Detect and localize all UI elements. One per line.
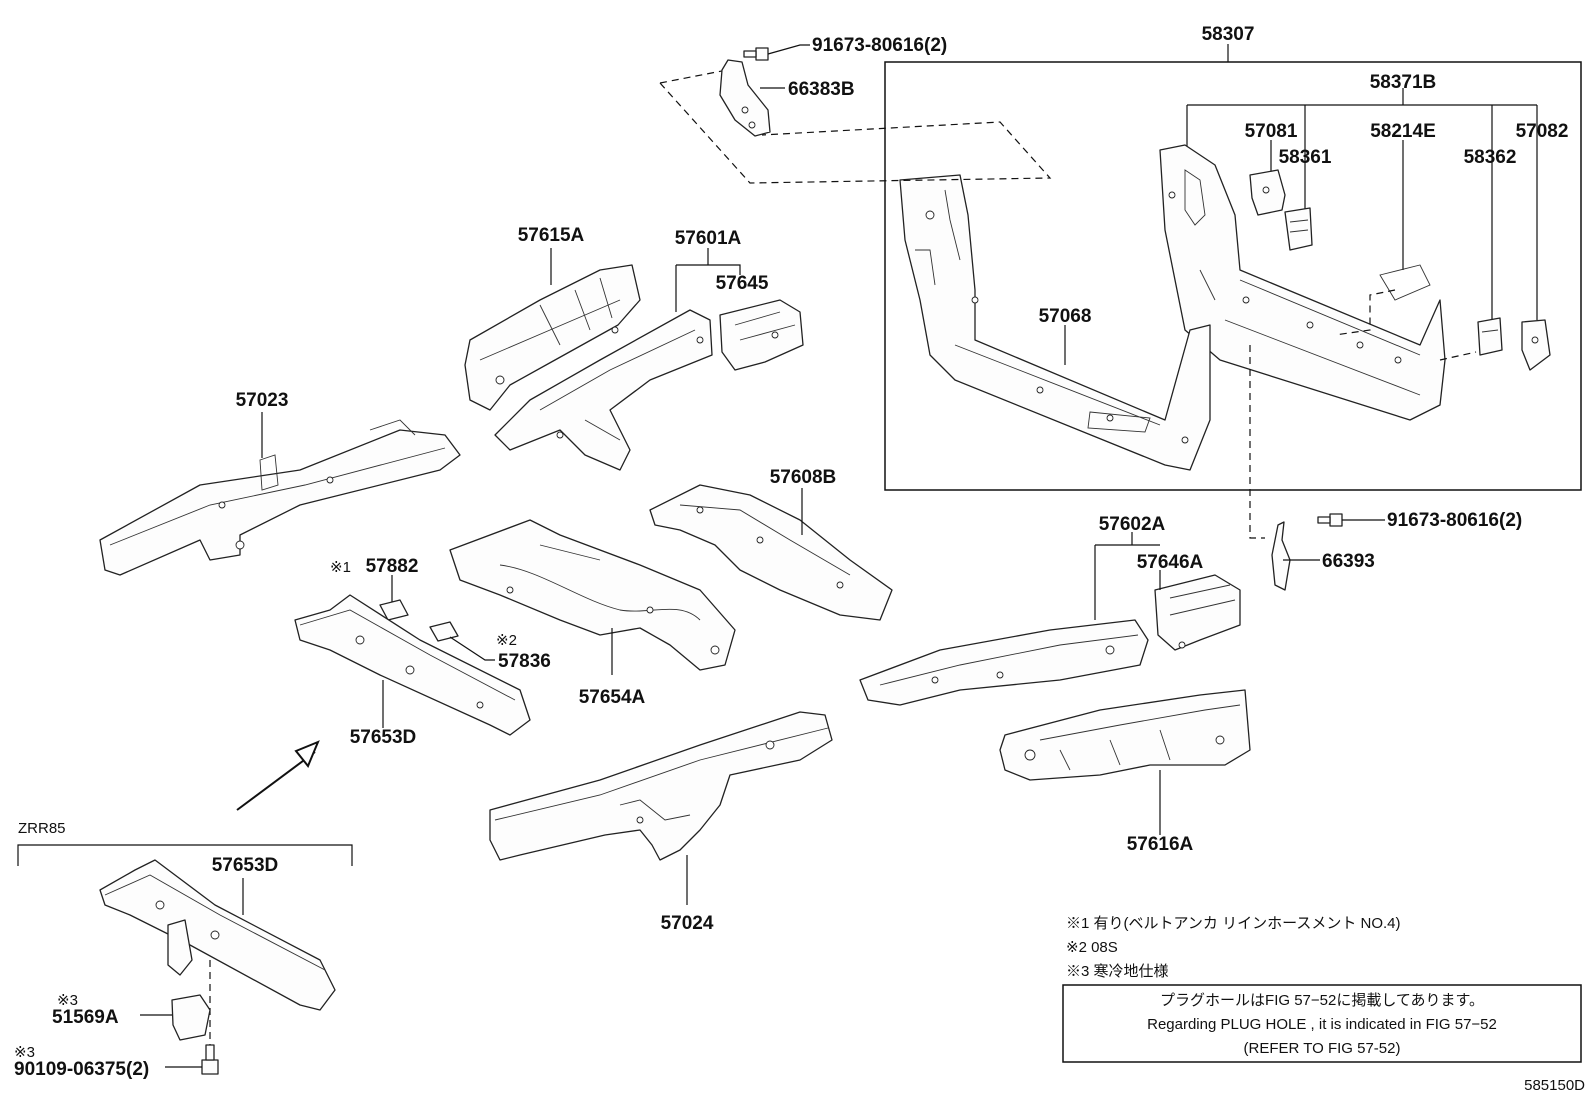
- panel-57608B: [649, 484, 893, 621]
- label-58362: 58362: [1464, 147, 1517, 168]
- radiator-support-part: [1159, 144, 1446, 421]
- leader-57836: [449, 636, 495, 661]
- assembly-box-58307: [884, 61, 1582, 491]
- label-58371B: 58371B: [1370, 72, 1437, 93]
- dash-66383B-b: [659, 82, 1052, 184]
- reference-box: [1062, 984, 1582, 1063]
- rail-57601A: [494, 309, 713, 471]
- label-57082: 57082: [1516, 121, 1569, 142]
- bracket-66393: [1271, 521, 1291, 591]
- label-57836: 57836: [498, 651, 551, 672]
- label-57024: 57024: [661, 913, 714, 934]
- label-58361: 58361: [1279, 147, 1332, 168]
- label-57601A: 57601A: [675, 228, 742, 249]
- note-3: ※3 寒冷地仕様: [1066, 962, 1169, 980]
- variant-bracket-ZRR85: [17, 844, 353, 866]
- leader-57601A-bar: [676, 264, 741, 275]
- radiator-frame-57068: [899, 174, 1211, 471]
- bolt-icon-right: [1317, 513, 1343, 527]
- mark-51569A: ※3: [57, 992, 78, 1009]
- label-57646A: 57646A: [1137, 552, 1204, 573]
- label-variant: ZRR85: [18, 820, 66, 837]
- floor-panel-57654A: [449, 519, 736, 671]
- mark-57836: ※2: [496, 632, 517, 649]
- label-57882: 57882: [366, 556, 419, 577]
- reference-line-2: Regarding PLUG HOLE , it is indicated in…: [1147, 1016, 1497, 1033]
- rail-57023: [99, 419, 461, 576]
- dash-66383B-a: [659, 69, 728, 84]
- label-bolt-bottom: 90109-06375(2): [14, 1059, 149, 1080]
- label-57653D-variant: 57653D: [212, 855, 279, 876]
- bracket-57081: [1249, 169, 1286, 216]
- rail-57602A: [859, 619, 1149, 706]
- label-57654A: 57654A: [579, 687, 646, 708]
- label-57645: 57645: [716, 273, 769, 294]
- apron-57615A: [464, 264, 641, 411]
- label-57608B: 57608B: [770, 467, 837, 488]
- label-57602A: 57602A: [1099, 514, 1166, 535]
- rail-57024: [489, 711, 833, 861]
- label-58214E: 58214E: [1370, 121, 1436, 142]
- bracket-58362: [1477, 317, 1503, 356]
- label-bolt-top: 91673-80616(2): [812, 35, 947, 56]
- label-57615A: 57615A: [518, 225, 585, 246]
- label-66383B: 66383B: [788, 79, 855, 100]
- plate-57836: [429, 621, 459, 642]
- label-57653D: 57653D: [350, 727, 417, 748]
- bracket-66383B: [719, 59, 771, 137]
- label-58307: 58307: [1202, 24, 1255, 45]
- apron-57616A: [999, 689, 1251, 781]
- direction-arrow-icon: [236, 740, 320, 811]
- leader-bolt-top: [767, 44, 810, 55]
- dash-58214E: [1334, 289, 1396, 336]
- label-57616A: 57616A: [1127, 834, 1194, 855]
- bolt-icon-bottom: [201, 1044, 219, 1075]
- bracket-58361: [1284, 207, 1313, 251]
- label-57081: 57081: [1245, 121, 1298, 142]
- label-51569A: 51569A: [52, 1007, 119, 1028]
- bracket-57646A: [1154, 574, 1241, 651]
- crossmember-57653D: [294, 594, 531, 736]
- reference-line-3: (REFER TO FIG 57-52): [1244, 1040, 1401, 1057]
- note-1: ※1 有り(ベルトアンカ リインホースメント NO.4): [1066, 915, 1401, 932]
- bolt-icon-top: [743, 47, 769, 61]
- label-bolt-right: 91673-80616(2): [1387, 510, 1522, 531]
- bracket-51569A: [171, 994, 211, 1041]
- bracket-57645: [719, 299, 804, 371]
- mark-57882: ※1: [330, 559, 351, 576]
- label-57023: 57023: [236, 390, 289, 411]
- bracket-57082: [1521, 319, 1551, 371]
- plate-57882: [379, 599, 409, 621]
- label-57068: 57068: [1039, 306, 1092, 327]
- dash-58362: [1439, 351, 1477, 361]
- crossmember-57653D-variant: [99, 859, 336, 1011]
- dash-66393: [1249, 345, 1265, 539]
- mark-bolt-bottom: ※3: [14, 1044, 35, 1061]
- figure-id: 585150D: [1524, 1077, 1585, 1094]
- reference-line-1: プラグホールはFIG 57−52に掲載してあります。: [1160, 992, 1484, 1009]
- note-2: ※2 08S: [1066, 939, 1118, 956]
- label-66393: 66393: [1322, 551, 1375, 572]
